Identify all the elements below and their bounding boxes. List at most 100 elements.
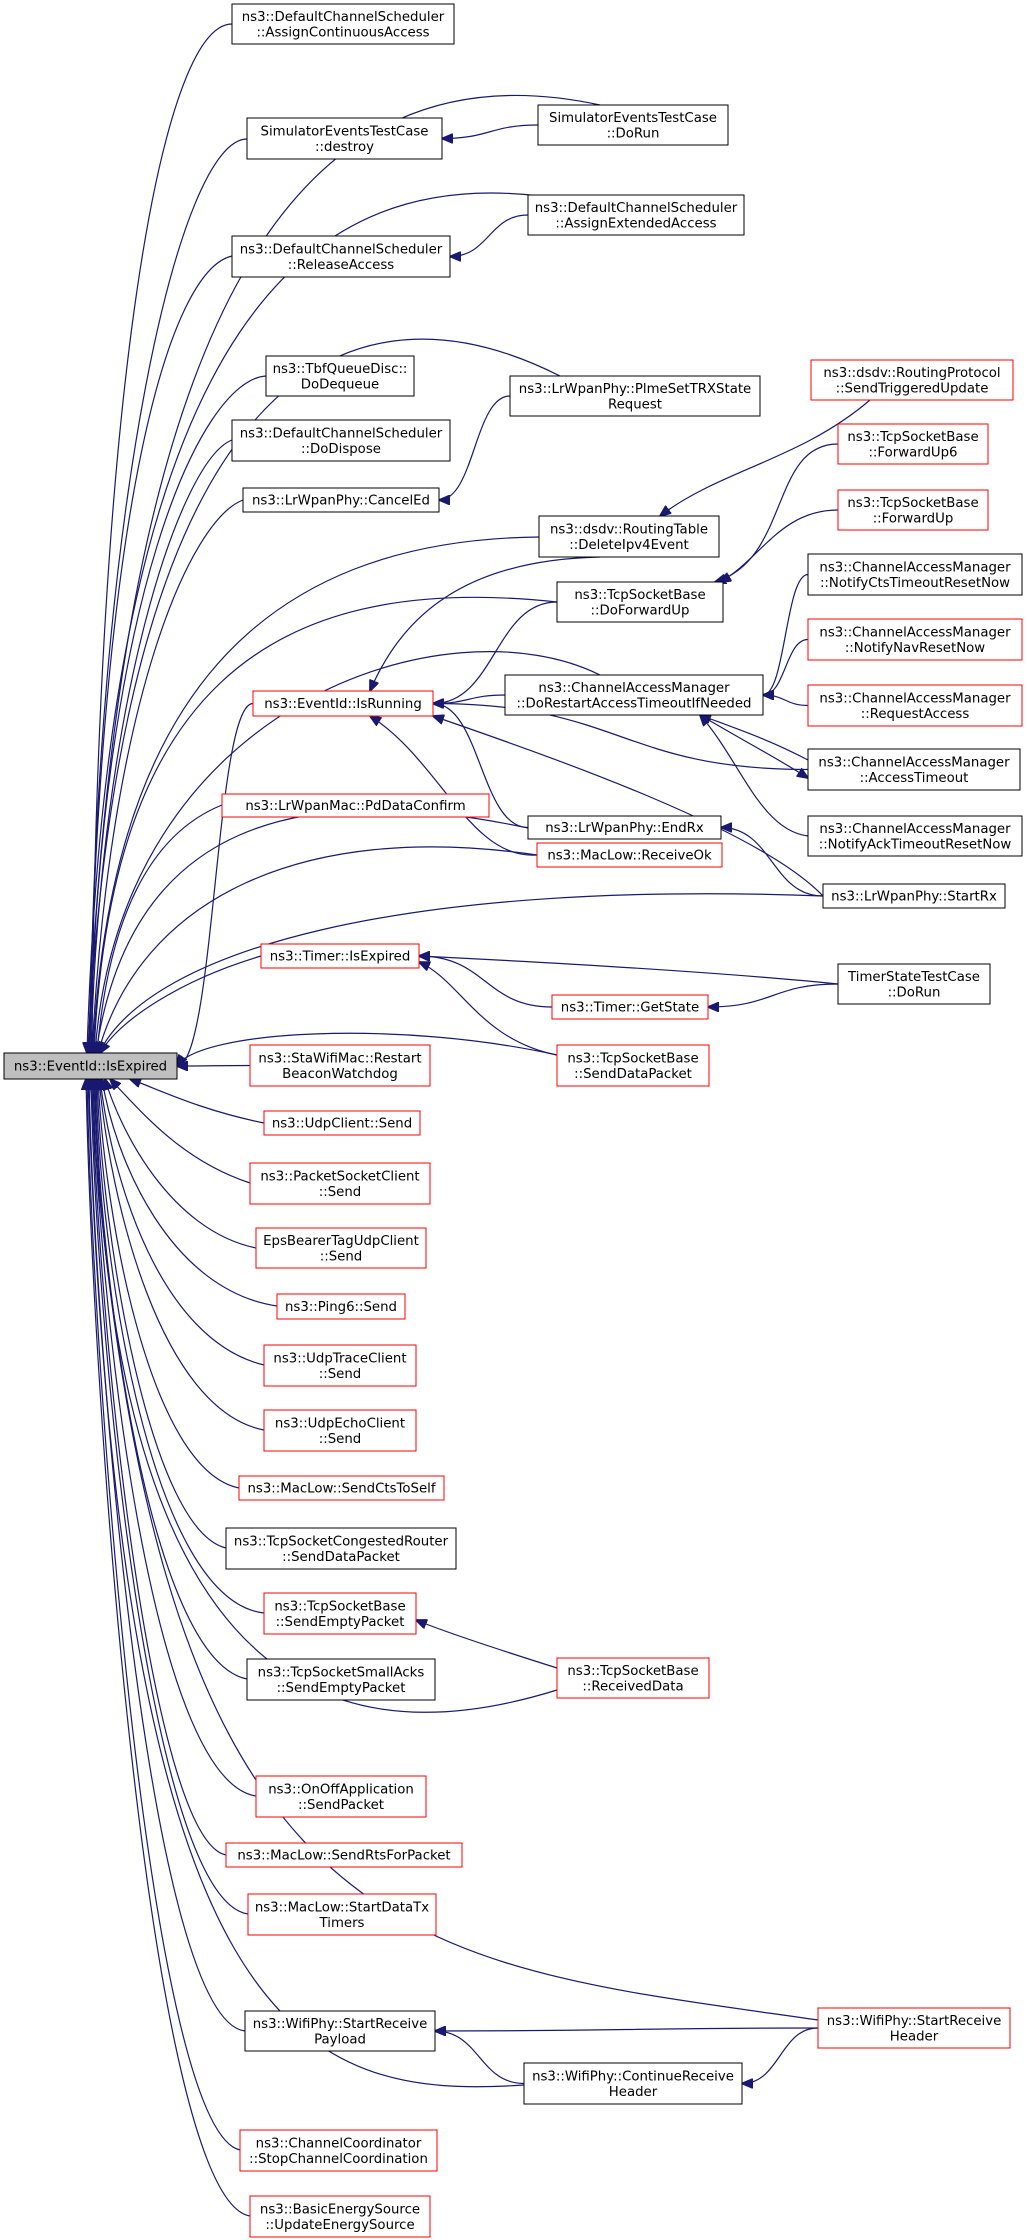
graph-node-n12[interactable]: ns3::TcpSocketBase::ForwardUp (837, 489, 989, 531)
call-edge-n15-to-n18 (433, 601, 558, 704)
graph-node-n20[interactable]: ns3::ChannelAccessManager::AccessTimeout (807, 748, 1021, 791)
graph-node-n40[interactable]: ns3::TcpSocketSmallAcks::SendEmptyPacket (246, 1658, 436, 1701)
graph-node-n41[interactable]: ns3::TcpSocketBase::ReceivedData (556, 1657, 710, 1699)
node-box (556, 581, 724, 623)
graph-node-n25[interactable]: ns3::LrWpanPhy::StartRx (822, 883, 1006, 909)
node-label-line: Timers (319, 1916, 365, 1931)
graph-node-n5[interactable]: ns3::DefaultChannelScheduler::ReleaseAcc… (231, 235, 451, 278)
graph-node-n1[interactable]: ns3::DefaultChannelScheduler::AssignCont… (231, 3, 455, 45)
node-label-line: ns3::TcpSocketBase (567, 1051, 698, 1066)
graph-node-n26[interactable]: ns3::Timer::IsExpired (260, 943, 420, 969)
node-label-line: TimerStateTestCase (847, 970, 980, 985)
node-label-line: ::DoForwardUp (591, 603, 690, 618)
graph-node-n38[interactable]: ns3::TcpSocketCongestedRouter::SendDataP… (225, 1527, 457, 1570)
graph-node-n28[interactable]: ns3::Timer::GetState (551, 994, 709, 1020)
graph-node-n11[interactable]: ns3::LrWpanPhy::CancelEd (242, 487, 440, 513)
graph-node-n33[interactable]: EpsBearerTagUdpClient::Send (255, 1227, 427, 1269)
node-label-line: ::Send (319, 1185, 361, 1200)
graph-node-n36[interactable]: ns3::UdpEchoClient::Send (263, 1409, 417, 1452)
graph-node-n39[interactable]: ns3::TcpSocketBase::SendEmptyPacket (263, 1592, 417, 1635)
node-box (527, 194, 745, 236)
node-label-line: ns3::TbfQueueDisc:: (273, 362, 408, 377)
node-label-line: ns3::MacLow::ReceiveOk (547, 849, 712, 864)
graph-node-n24[interactable]: ns3::MacLow::ReceiveOk (536, 842, 723, 868)
graph-node-n23[interactable]: ns3::ChannelAccessManager::NotifyAckTime… (807, 815, 1023, 857)
node-box (509, 375, 761, 417)
graph-node-n18[interactable]: ns3::EventId::IsRunning (252, 690, 434, 717)
call-edge-n24-to-n0 (98, 846, 538, 1053)
graph-node-n19[interactable]: ns3::ChannelAccessManager::RequestAccess (807, 684, 1023, 727)
graph-node-n15[interactable]: ns3::TcpSocketBase::DoForwardUp (556, 581, 724, 623)
graph-node-n9[interactable]: ns3::DefaultChannelScheduler::DoDispose (231, 419, 451, 462)
node-box (527, 815, 722, 840)
call-edge-n47-to-n45 (435, 2031, 525, 2085)
graph-node-n17[interactable]: ns3::ChannelAccessManager::DoRestartAcce… (504, 674, 764, 716)
graph-node-n48[interactable]: ns3::ChannelCoordinator::StopChannelCoor… (239, 2129, 438, 2172)
graph-node-n13[interactable]: ns3::dsdv::RoutingTable::DeleteIpv4Event (538, 515, 720, 558)
graph-node-n37[interactable]: ns3::MacLow::SendCtsToSelf (238, 1475, 445, 1501)
graph-node-n31[interactable]: ns3::UdpClient::Send (263, 1110, 421, 1136)
node-box (807, 684, 1023, 727)
graph-node-n4[interactable]: ns3::DefaultChannelScheduler::AssignExte… (527, 194, 745, 236)
graph-node-n27[interactable]: TimerStateTestCase::DoRun (837, 963, 991, 1005)
node-box (247, 1893, 437, 1936)
graph-node-n30[interactable]: ns3::TcpSocketBase::SendDataPacket (556, 1044, 710, 1087)
graph-node-n34[interactable]: ns3::Ping6::Send (276, 1293, 406, 1320)
node-label-line: ::AccessTimeout (860, 771, 969, 786)
node-label-line: ns3::ChannelAccessManager (819, 560, 1011, 575)
node-box (246, 117, 443, 160)
call-edge-n11-to-n0 (92, 499, 244, 1053)
node-label-line: ns3::DefaultChannelScheduler (240, 242, 443, 257)
call-edge-n25-to-n22 (721, 828, 824, 897)
node-label-line: ns3::BasicEnergySource (260, 2202, 420, 2217)
node-box (239, 2129, 438, 2172)
graph-node-n32[interactable]: ns3::PacketSocketClient::Send (249, 1162, 431, 1205)
graph-node-n49[interactable]: ns3::BasicEnergySource::UpdateEnergySour… (249, 2195, 431, 2238)
graph-node-n35[interactable]: ns3::UdpTraceClient::Send (263, 1344, 417, 1387)
node-box (263, 1409, 417, 1452)
node-label-line: ns3::dsdv::RoutingTable (550, 522, 708, 537)
node-label-line: BeaconWatchdog (282, 1067, 398, 1082)
call-edge-n20-to-n18 (433, 704, 809, 771)
node-label-line: ::StopChannelCoordination (249, 2152, 428, 2167)
node-box (551, 994, 709, 1020)
graph-node-n3[interactable]: SimulatorEventsTestCase::DoRun (537, 104, 729, 146)
edge-layer (86, 23, 871, 2217)
graph-node-n16[interactable]: ns3::ChannelAccessManager::NotifyNavRese… (807, 618, 1023, 661)
node-label-line: ns3::MacLow::StartDataTx (255, 1900, 429, 1915)
call-edge-n30-to-n26 (419, 962, 558, 1056)
graph-node-n6[interactable]: ns3::TbfQueueDisc::DoDequeue (265, 355, 415, 397)
node-box (822, 883, 1006, 909)
graph-node-n8[interactable]: ns3::dsdv::RoutingProtocol::SendTriggere… (810, 359, 1014, 401)
node-label-line: ::SendEmptyPacket (276, 1615, 405, 1630)
call-edge-n15-to-n0 (94, 596, 558, 1053)
node-label-line: ns3::TcpSocketBase (574, 588, 705, 603)
node-label-line: Request (608, 397, 662, 412)
graph-node-n22[interactable]: ns3::LrWpanPhy::EndRx (527, 815, 722, 840)
call-edge-n25-to-n18 (433, 716, 824, 897)
call-edge-n7-to-n11 (439, 395, 511, 500)
graph-node-n2[interactable]: SimulatorEventsTestCase::destroy (246, 117, 443, 160)
node-label-line: ns3::Ping6::Send (285, 1300, 397, 1315)
node-label-line: ns3::UdpClient::Send (272, 1117, 412, 1132)
graph-node-n14[interactable]: ns3::ChannelAccessManager::NotifyCtsTime… (807, 553, 1023, 596)
node-label-line: ns3::TcpSocketCongestedRouter (234, 1534, 449, 1549)
node-label-line: ::ReceivedData (582, 1679, 683, 1694)
graph-node-n43[interactable]: ns3::MacLow::SendRtsForPacket (225, 1842, 463, 1868)
node-label-line: ns3::WifiPhy::ContinueReceive (532, 2069, 734, 2084)
node-label-line: ::NotifyNavResetNow (845, 641, 985, 656)
graph-node-n42[interactable]: ns3::OnOffApplication::SendPacket (255, 1775, 427, 1818)
node-label-line: ns3::OnOffApplication (268, 1782, 414, 1797)
node-box (225, 1842, 463, 1868)
call-edge-n40-to-n0 (95, 1079, 248, 1680)
graph-node-n10[interactable]: ns3::TcpSocketBase::ForwardUp6 (837, 423, 989, 465)
node-label-line: Payload (314, 2032, 366, 2047)
call-edge-n46-to-n45 (435, 2028, 819, 2031)
graph-node-n21[interactable]: ns3::LrWpanMac::PdDataConfirm (221, 793, 490, 818)
